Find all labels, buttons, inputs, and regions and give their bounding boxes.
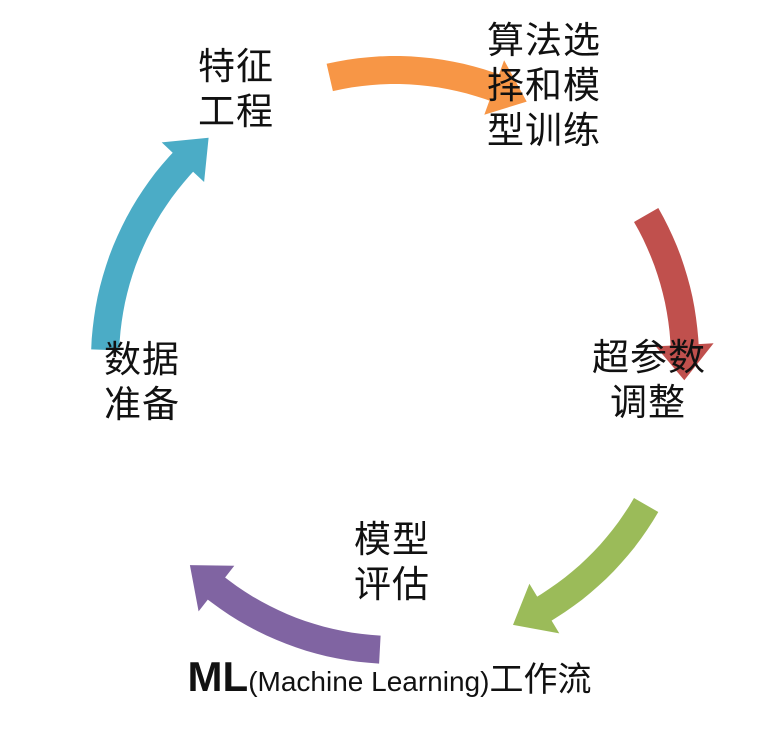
stage-feature-engineering: 特征 工程 — [198, 45, 274, 133]
arrow-model-evaluation-to-data-preparation — [189, 565, 381, 664]
stage-data-preparation: 数据 准备 — [104, 338, 180, 426]
arrow-data-preparation-to-feature-engineering — [91, 137, 209, 351]
title-subtitle: (Machine Learning) — [248, 666, 490, 697]
stage-algorithm-selection: 算法选 择和模 型训练 — [487, 19, 601, 152]
arrow-feature-engineering-to-algorithm-selection — [326, 56, 527, 115]
arrow-algorithm-selection-to-hyperparameter-tuning — [634, 208, 714, 381]
title-suffix: 工作流 — [489, 660, 592, 700]
arrow-hyperparameter-tuning-to-model-evaluation — [513, 498, 659, 634]
diagram-title: ML(Machine Learning)工作流 — [0, 652, 779, 701]
title-bold: ML — [187, 653, 249, 700]
stage-hyperparameter-tuning: 超参数 调整 — [592, 336, 706, 424]
stage-model-evaluation: 模型 评估 — [354, 518, 430, 606]
